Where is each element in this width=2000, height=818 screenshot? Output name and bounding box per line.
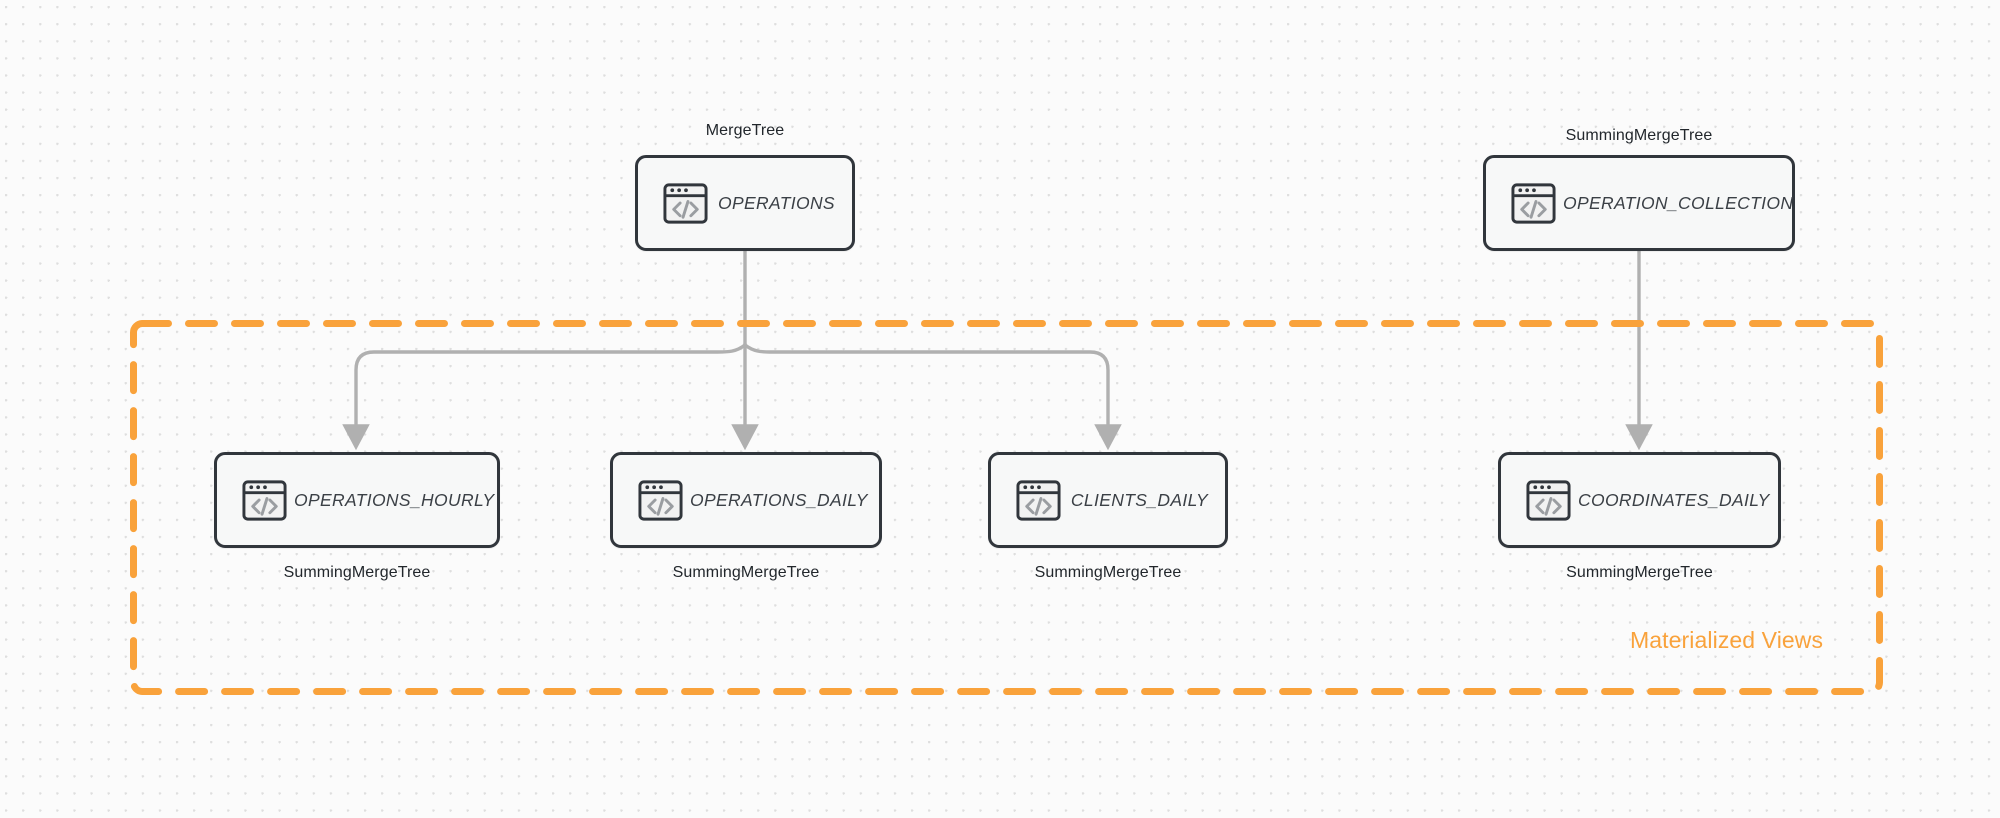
materialized-views-group — [130, 320, 1883, 695]
node-label-coordinates-daily: COORDINATES_DAILY — [1578, 489, 1770, 510]
group-dashed-border — [130, 320, 1883, 695]
node-label-operation-collection: OPERATION_COLLECTION — [1563, 192, 1794, 213]
caption-operations-daily: SummingMergeTree — [672, 564, 820, 581]
caption-operation-collection: SummingMergeTree — [1565, 127, 1713, 144]
code-window-icon — [1511, 182, 1556, 224]
node-label-clients-daily: CLIENTS_DAILY — [1070, 489, 1209, 510]
caption-operations: MergeTree — [705, 122, 785, 139]
node-label-operations-daily: OPERATIONS_DAILY — [690, 489, 868, 510]
node-operations-daily[interactable]: OPERATIONS_DAILY — [610, 452, 882, 548]
node-operation-collection[interactable]: OPERATION_COLLECTION — [1483, 155, 1795, 251]
node-label-operations: OPERATIONS — [718, 192, 835, 213]
code-window-icon — [1016, 479, 1061, 521]
code-window-icon — [638, 479, 683, 521]
code-window-icon — [242, 479, 287, 521]
caption-operations-hourly: SummingMergeTree — [283, 564, 431, 581]
caption-coordinates-daily: SummingMergeTree — [1566, 564, 1713, 581]
code-window-icon — [663, 182, 708, 224]
node-operations[interactable]: OPERATIONS — [635, 155, 855, 251]
node-operations-hourly[interactable]: OPERATIONS_HOURLY — [214, 452, 500, 548]
node-clients-daily[interactable]: CLIENTS_DAILY — [988, 452, 1228, 548]
node-label-operations-hourly: OPERATIONS_HOURLY — [294, 489, 495, 510]
caption-clients-daily: SummingMergeTree — [1034, 564, 1182, 581]
node-coordinates-daily[interactable]: COORDINATES_DAILY — [1498, 452, 1781, 548]
materialized-views-label: Materialized Views — [1630, 627, 1824, 653]
code-window-icon — [1526, 479, 1571, 521]
